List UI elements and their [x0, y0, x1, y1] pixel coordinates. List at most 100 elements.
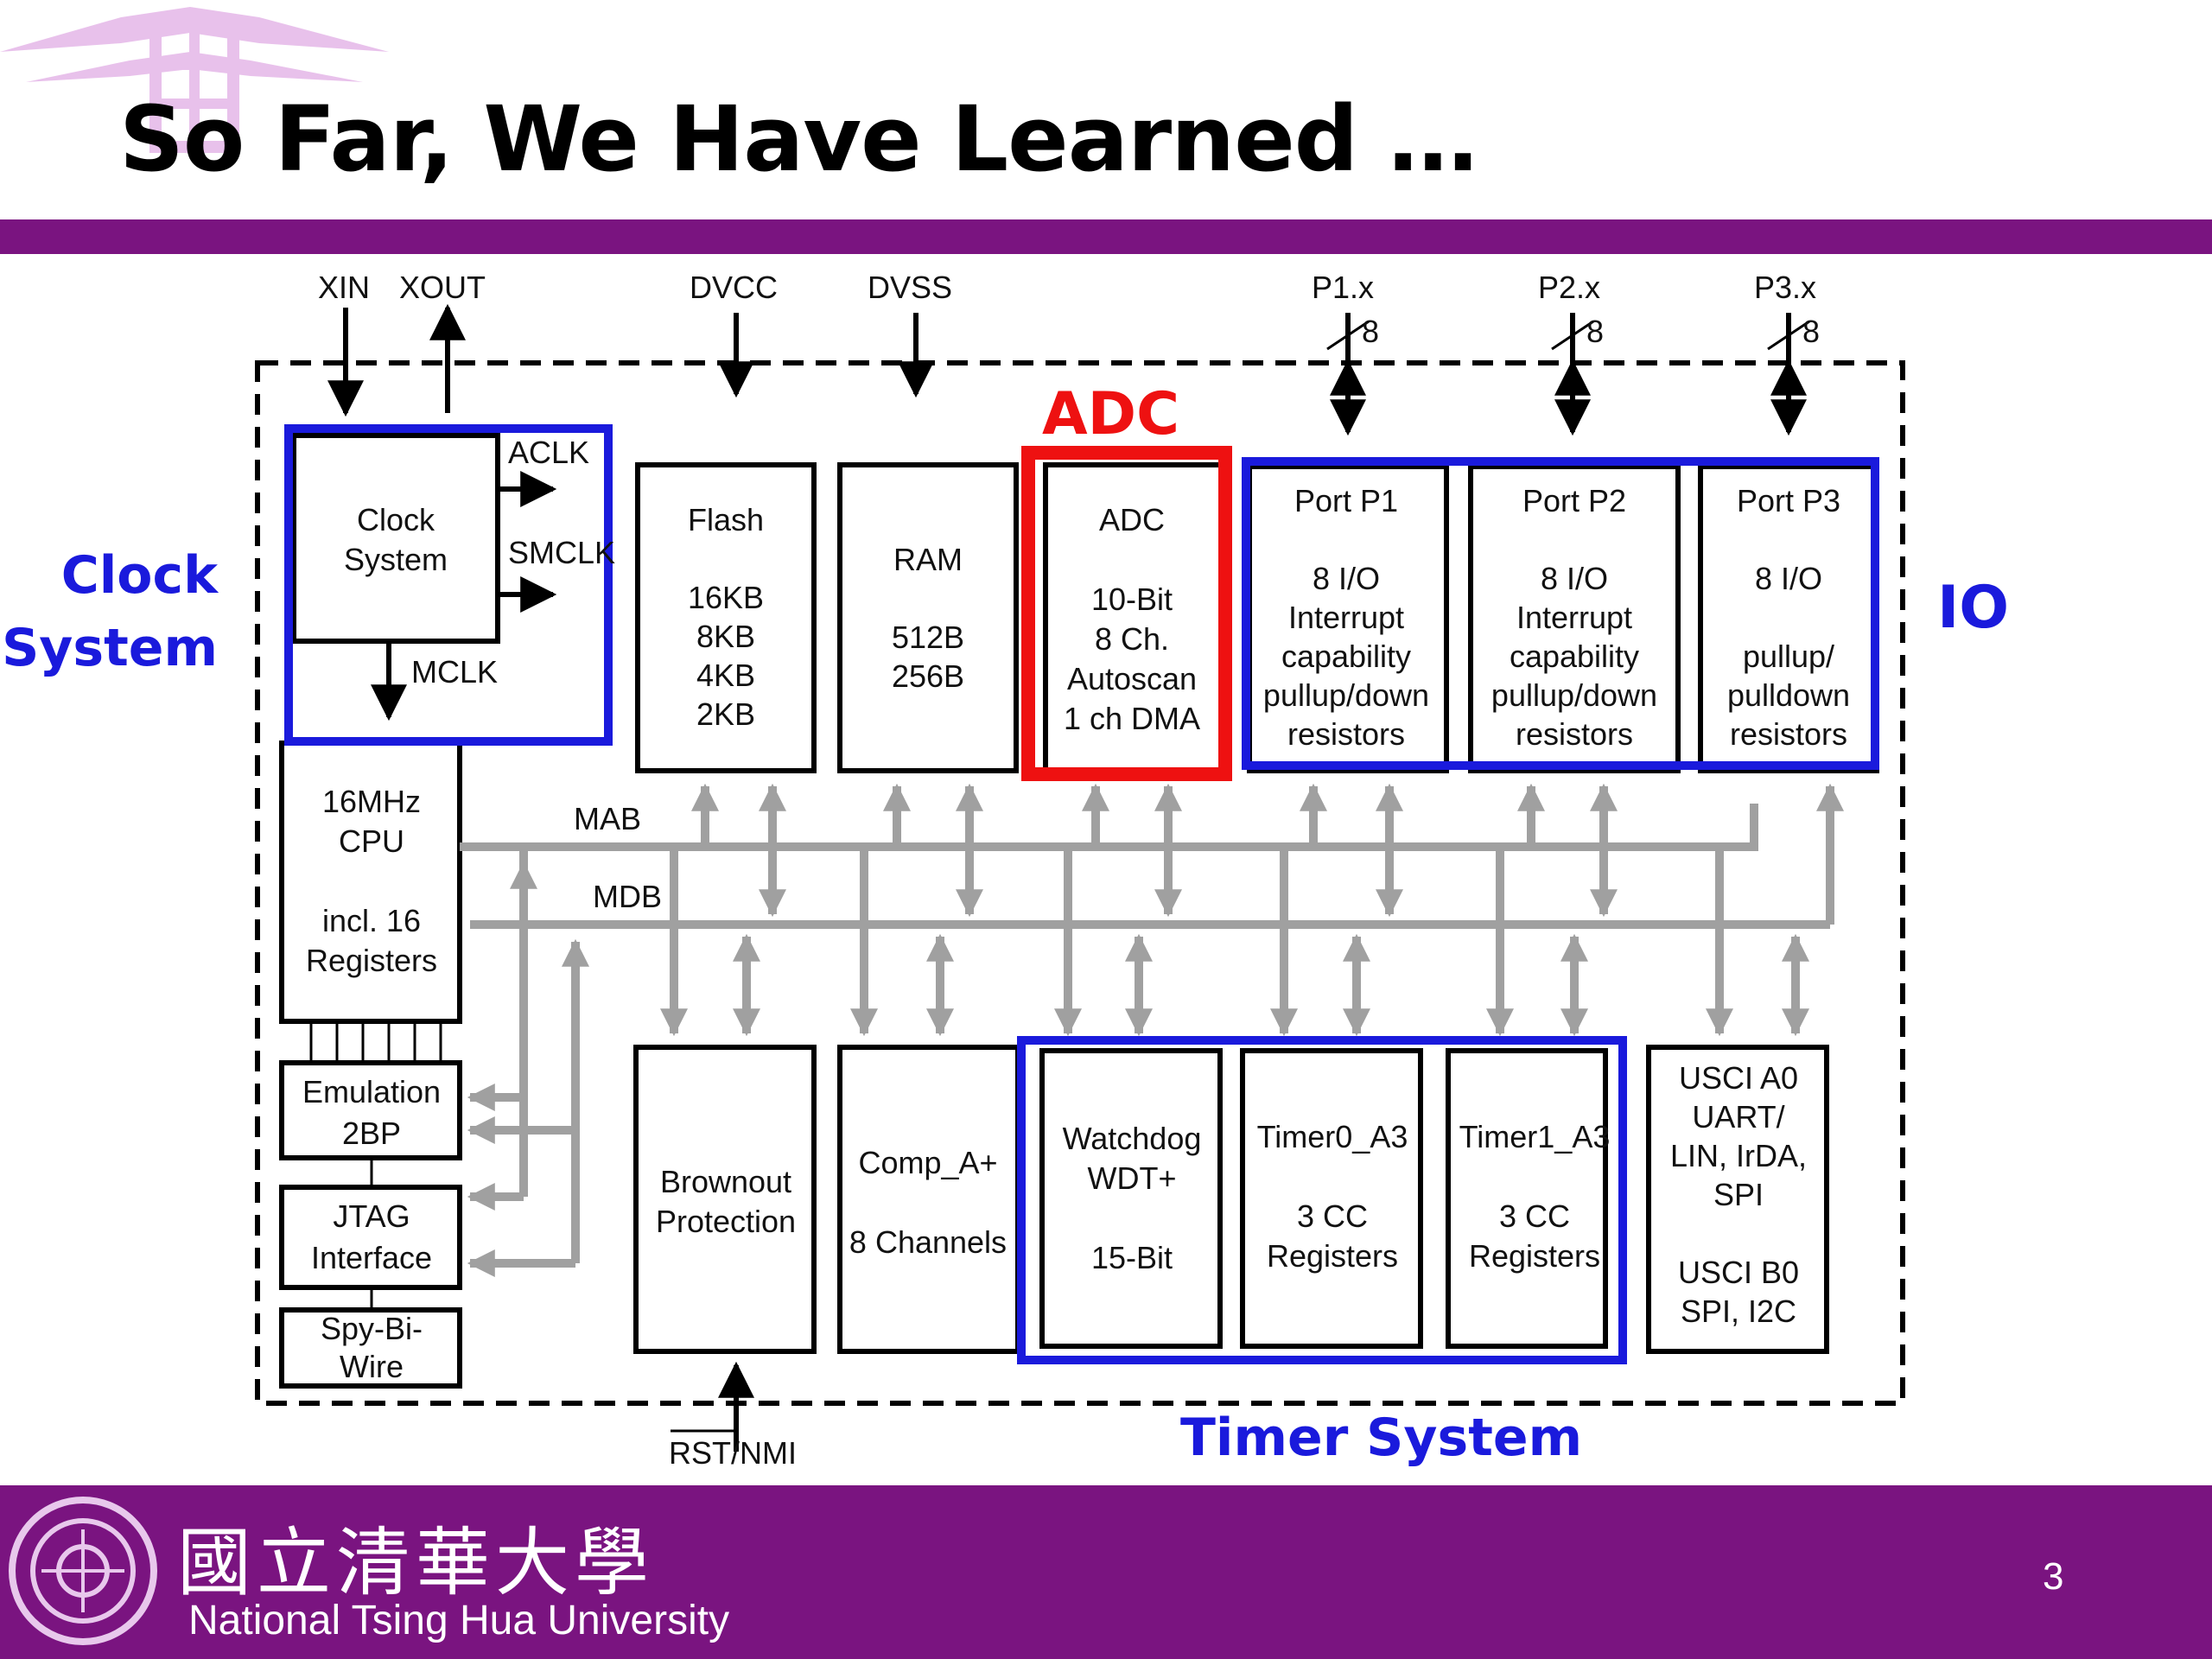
block-text-line: pulldown	[1727, 677, 1850, 713]
block-text-line: Interrupt	[1288, 600, 1404, 635]
block-text-line: 4KB	[696, 658, 755, 693]
block-text-line: 1 ch DMA	[1064, 701, 1200, 736]
block-text-line: Spy-Bi-	[321, 1311, 423, 1346]
block-text-line: JTAG	[333, 1198, 410, 1234]
pin-p3: P3.x	[1754, 270, 1816, 305]
block-text-line: Interface	[311, 1240, 432, 1275]
block-text-line: Autoscan	[1067, 661, 1197, 696]
comp-text: Comp_A+8 Channels	[849, 1145, 1007, 1260]
clock-callout-line2: System	[2, 618, 218, 678]
port-p1-text: Port P18 I/OInterruptcapabilitypullup/do…	[1263, 483, 1429, 752]
pin-p2: P2.x	[1538, 270, 1600, 305]
timer0-block	[1240, 1048, 1423, 1349]
pin-xin: XIN	[318, 270, 370, 305]
block-text-line: 512B	[892, 620, 964, 655]
block-text-line: USCI A0	[1679, 1060, 1798, 1096]
block-text-line: ADC	[1099, 502, 1165, 537]
jtag-text: JTAG Interface	[311, 1198, 432, 1275]
timer-highlight-frame	[1017, 1036, 1627, 1364]
brownout-block	[633, 1045, 817, 1354]
emulation-block	[279, 1060, 462, 1160]
timer1-block	[1446, 1048, 1608, 1349]
university-name-english: National Tsing Hua University	[188, 1598, 730, 1643]
port-p2-block	[1468, 464, 1681, 773]
adc-callout: ADC	[1042, 380, 1179, 448]
block-text-line: Interrupt	[1516, 600, 1632, 635]
pin-width-p1: 8	[1362, 314, 1379, 349]
pin-dvcc: DVCC	[690, 270, 778, 305]
mdb-label: MDB	[593, 879, 662, 914]
io-callout: IO	[1937, 574, 2009, 642]
watchdog-block	[1039, 1048, 1223, 1349]
block-text-line: resistors	[1287, 716, 1405, 752]
page-number: 3	[2043, 1555, 2064, 1598]
block-text-line: 8 I/O	[1755, 561, 1822, 596]
block-text-line: 3 CC	[1297, 1198, 1368, 1234]
block-text-line: 8 I/O	[1541, 561, 1608, 596]
adc-text: ADC 10-Bit 8 Ch. Autoscan 1 ch DMA	[1064, 502, 1200, 736]
block-text-line: Flash	[688, 502, 764, 537]
block-text-line: System	[344, 542, 448, 577]
block-text-line: Brownout	[660, 1164, 791, 1199]
mab-label: MAB	[574, 801, 641, 836]
spy-text: Spy-Bi-Wire	[321, 1311, 423, 1384]
block-text-line: pullup/down	[1263, 677, 1429, 713]
block-text-line: Watchdog	[1063, 1121, 1202, 1156]
block-text-line: capability	[1281, 639, 1411, 674]
adc-block	[1043, 462, 1224, 773]
block-text-line: RAM	[893, 542, 963, 577]
block-text-line: Timer0_A3	[1257, 1119, 1408, 1154]
block-text-line: 256B	[892, 658, 964, 694]
block-text-line: 2KB	[696, 696, 755, 732]
block-text-line: 8KB	[696, 619, 755, 654]
title-bar-stripe	[0, 219, 2212, 254]
port-p2-text: Port P28 I/OInterruptcapabilitypullup/do…	[1491, 483, 1657, 752]
block-text-line: resistors	[1730, 716, 1847, 752]
block-text-line: 15-Bit	[1091, 1240, 1173, 1275]
block-text-line: 16KB	[688, 580, 764, 615]
pin-width-p3: 8	[1802, 314, 1820, 349]
university-seal	[9, 1497, 157, 1645]
footer-bar	[0, 1485, 2212, 1659]
cpu-block	[279, 741, 462, 1024]
block-text-line: Emulation	[302, 1074, 441, 1109]
block-text-line: 3 CC	[1499, 1198, 1570, 1234]
flash-block	[635, 462, 817, 773]
clock-highlight-frame	[284, 424, 613, 746]
block-text-line: 8 Ch.	[1095, 621, 1169, 657]
block-text-line: 10-Bit	[1091, 582, 1173, 617]
usci-block	[1646, 1045, 1829, 1354]
block-text-line: Protection	[656, 1204, 796, 1239]
block-text-line: pullup/	[1743, 639, 1834, 674]
block-text-line: incl. 16	[322, 903, 421, 938]
block-text-line: Clock	[357, 502, 435, 537]
block-text-line: Timer1_A3	[1459, 1119, 1611, 1154]
block-text-line: Port P2	[1522, 483, 1626, 518]
block-text-line: 16MHz	[322, 784, 421, 819]
pin-xout: XOUT	[399, 270, 486, 305]
block-text-line: Port P3	[1737, 483, 1840, 518]
block-text-line: WDT+	[1088, 1160, 1177, 1196]
pin-rst: RST/NMI	[669, 1435, 797, 1471]
block-text-line: USCI B0	[1678, 1255, 1799, 1290]
block-text-line: capability	[1510, 639, 1639, 674]
university-logo	[0, 7, 389, 153]
clock-callout-line1: Clock	[61, 545, 219, 606]
block-text-line: resistors	[1516, 716, 1633, 752]
block-text-line: 8 Channels	[849, 1224, 1007, 1260]
pin-dvss: DVSS	[868, 270, 952, 305]
io-highlight-frame	[1242, 457, 1879, 770]
pin-width-p2: 8	[1586, 314, 1604, 349]
block-text-line: UART/	[1692, 1099, 1784, 1135]
clock-system-block	[291, 433, 500, 644]
